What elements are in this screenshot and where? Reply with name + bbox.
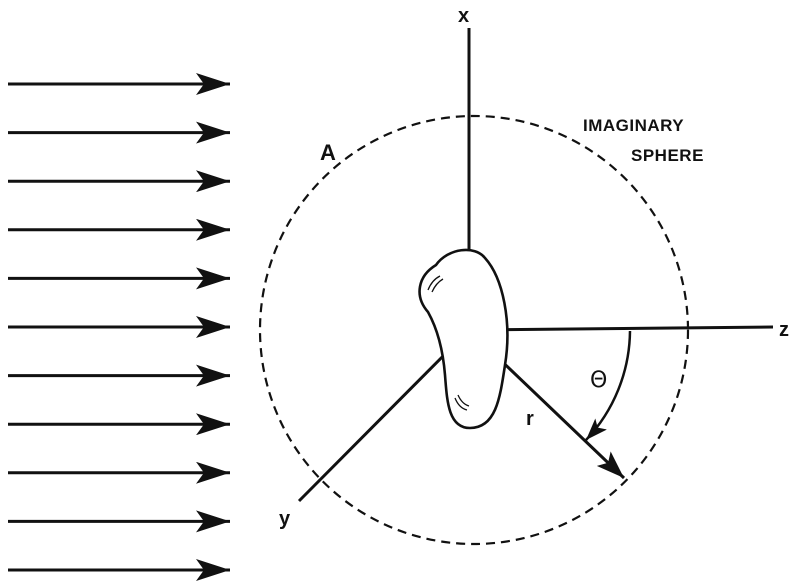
point-a-label: A (320, 140, 336, 165)
object-highlight-upper (427, 275, 444, 293)
theta-angle-arc (585, 330, 632, 441)
y-axis-line (297, 328, 471, 503)
z-axis-line (467, 325, 774, 332)
y-axis-label: y (279, 508, 291, 530)
x-axis-label: x (458, 5, 469, 27)
object-highlight-lower (454, 394, 470, 411)
radius-label: r (526, 408, 534, 430)
scattering-object (418, 248, 509, 430)
theta-label: Θ (590, 368, 607, 393)
imaginary-sphere-circle (258, 114, 690, 546)
incident-wave-arrows (8, 73, 230, 581)
imaginary-sphere-label-line1: IMAGINARY (583, 116, 684, 135)
imaginary-sphere-label-line2: SPHERE (631, 146, 704, 165)
z-axis-label: z (779, 319, 789, 341)
